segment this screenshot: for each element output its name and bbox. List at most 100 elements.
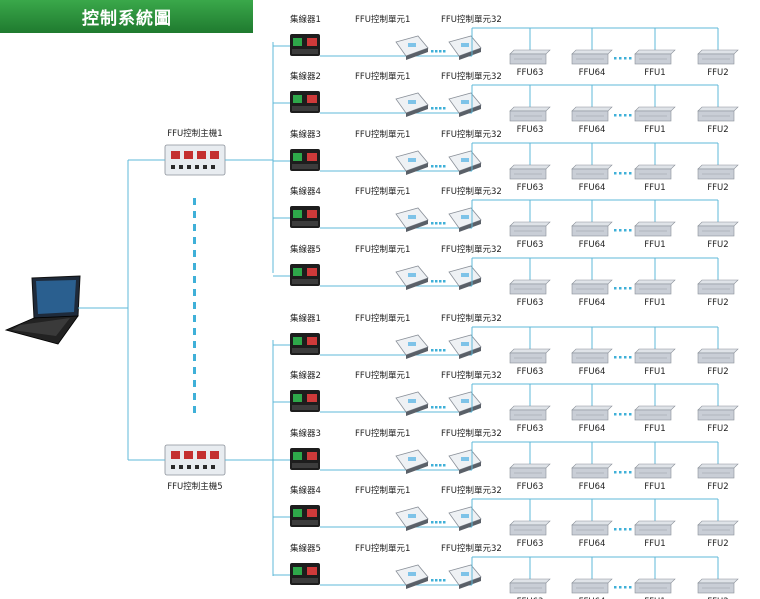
control-unit-icon xyxy=(395,92,429,117)
continuation-dot xyxy=(435,50,438,53)
unit-label: FFU控制單元1 xyxy=(355,370,410,381)
ffu-icon xyxy=(697,221,739,237)
control-unit-icon xyxy=(448,92,482,117)
ffu-icon xyxy=(697,463,739,479)
ffu-label: FFU64 xyxy=(579,68,606,78)
continuation-dot xyxy=(629,356,632,359)
ffu-icon xyxy=(509,520,551,536)
continuation-dot xyxy=(614,356,617,359)
hub-icon xyxy=(290,390,320,412)
continuation-dot xyxy=(624,528,627,531)
hub-icon xyxy=(290,448,320,470)
continuation-dot xyxy=(193,367,196,374)
hub-label: 集線器2 xyxy=(290,71,321,82)
continuation-dot xyxy=(193,276,196,283)
ffu-label: FFU63 xyxy=(517,482,544,492)
ffu-label: FFU1 xyxy=(644,183,665,193)
hub-icon xyxy=(290,563,320,585)
continuation-dot xyxy=(439,107,442,110)
unit-label: FFU控制單元32 xyxy=(441,14,502,25)
control-unit-icon xyxy=(448,265,482,290)
ffu-icon xyxy=(634,164,676,180)
ffu-label: FFU64 xyxy=(579,367,606,377)
unit-label: FFU控制單元1 xyxy=(355,71,410,82)
host-label: FFU控制主機5 xyxy=(167,481,222,492)
hub-label: 集線器4 xyxy=(290,485,321,496)
continuation-dot xyxy=(431,406,434,409)
ffu-label: FFU63 xyxy=(517,597,544,599)
hub-label: 集線器2 xyxy=(290,370,321,381)
ffu-label: FFU2 xyxy=(707,68,728,78)
control-unit-icon xyxy=(395,265,429,290)
ffu-label: FFU64 xyxy=(579,424,606,434)
ffu-label: FFU1 xyxy=(644,68,665,78)
ffu-label: FFU63 xyxy=(517,539,544,549)
hub-label: 集線器3 xyxy=(290,129,321,140)
unit-label: FFU控制單元32 xyxy=(441,129,502,140)
continuation-dot xyxy=(629,413,632,416)
hub-icon xyxy=(290,505,320,527)
ffu-label: FFU1 xyxy=(644,424,665,434)
continuation-dot xyxy=(619,287,622,290)
continuation-dot xyxy=(619,229,622,232)
control-unit-icon xyxy=(448,150,482,175)
continuation-dot xyxy=(435,222,438,225)
ffu-icon xyxy=(697,49,739,65)
continuation-dot xyxy=(439,464,442,467)
continuation-dot xyxy=(193,380,196,387)
unit-label: FFU控制單元32 xyxy=(441,370,502,381)
ffu-icon xyxy=(509,164,551,180)
ffu-label: FFU2 xyxy=(707,240,728,250)
host-controller-icon xyxy=(164,144,226,176)
ffu-label: FFU2 xyxy=(707,597,728,599)
continuation-dot xyxy=(619,356,622,359)
continuation-dot xyxy=(431,464,434,467)
hub-label: 集線器4 xyxy=(290,186,321,197)
host-controller-icon xyxy=(164,444,226,476)
control-unit-icon xyxy=(395,391,429,416)
hub-icon xyxy=(290,206,320,228)
continuation-dot xyxy=(614,57,617,60)
continuation-dot xyxy=(431,165,434,168)
unit-label: FFU控制單元1 xyxy=(355,313,410,324)
control-unit-icon xyxy=(395,35,429,60)
ffu-icon xyxy=(634,49,676,65)
ffu-label: FFU64 xyxy=(579,482,606,492)
unit-label: FFU控制單元32 xyxy=(441,428,502,439)
continuation-dot xyxy=(629,229,632,232)
continuation-dot xyxy=(435,349,438,352)
control-unit-icon xyxy=(448,207,482,232)
continuation-dot xyxy=(624,356,627,359)
continuation-dot xyxy=(439,349,442,352)
continuation-dot xyxy=(614,471,617,474)
ffu-icon xyxy=(509,405,551,421)
ffu-icon xyxy=(634,405,676,421)
continuation-dot xyxy=(443,222,446,225)
ffu-label: FFU1 xyxy=(644,298,665,308)
ffu-icon xyxy=(634,578,676,594)
ffu-icon xyxy=(509,578,551,594)
ffu-icon xyxy=(634,463,676,479)
hub-icon xyxy=(290,264,320,286)
continuation-dot xyxy=(619,471,622,474)
continuation-dot xyxy=(435,280,438,283)
ffu-icon xyxy=(509,106,551,122)
ffu-label: FFU64 xyxy=(579,539,606,549)
continuation-dot xyxy=(619,528,622,531)
ffu-icon xyxy=(509,348,551,364)
continuation-dot xyxy=(443,107,446,110)
ffu-label: FFU2 xyxy=(707,125,728,135)
continuation-dot xyxy=(431,280,434,283)
ffu-label: FFU63 xyxy=(517,367,544,377)
unit-label: FFU控制單元32 xyxy=(441,543,502,554)
continuation-dot xyxy=(439,50,442,53)
ffu-icon xyxy=(571,348,613,364)
ffu-label: FFU63 xyxy=(517,298,544,308)
control-unit-icon xyxy=(448,391,482,416)
ffu-icon xyxy=(697,405,739,421)
ffu-icon xyxy=(509,49,551,65)
continuation-dot xyxy=(629,528,632,531)
continuation-dot xyxy=(443,165,446,168)
ffu-icon xyxy=(571,221,613,237)
unit-label: FFU控制單元1 xyxy=(355,485,410,496)
